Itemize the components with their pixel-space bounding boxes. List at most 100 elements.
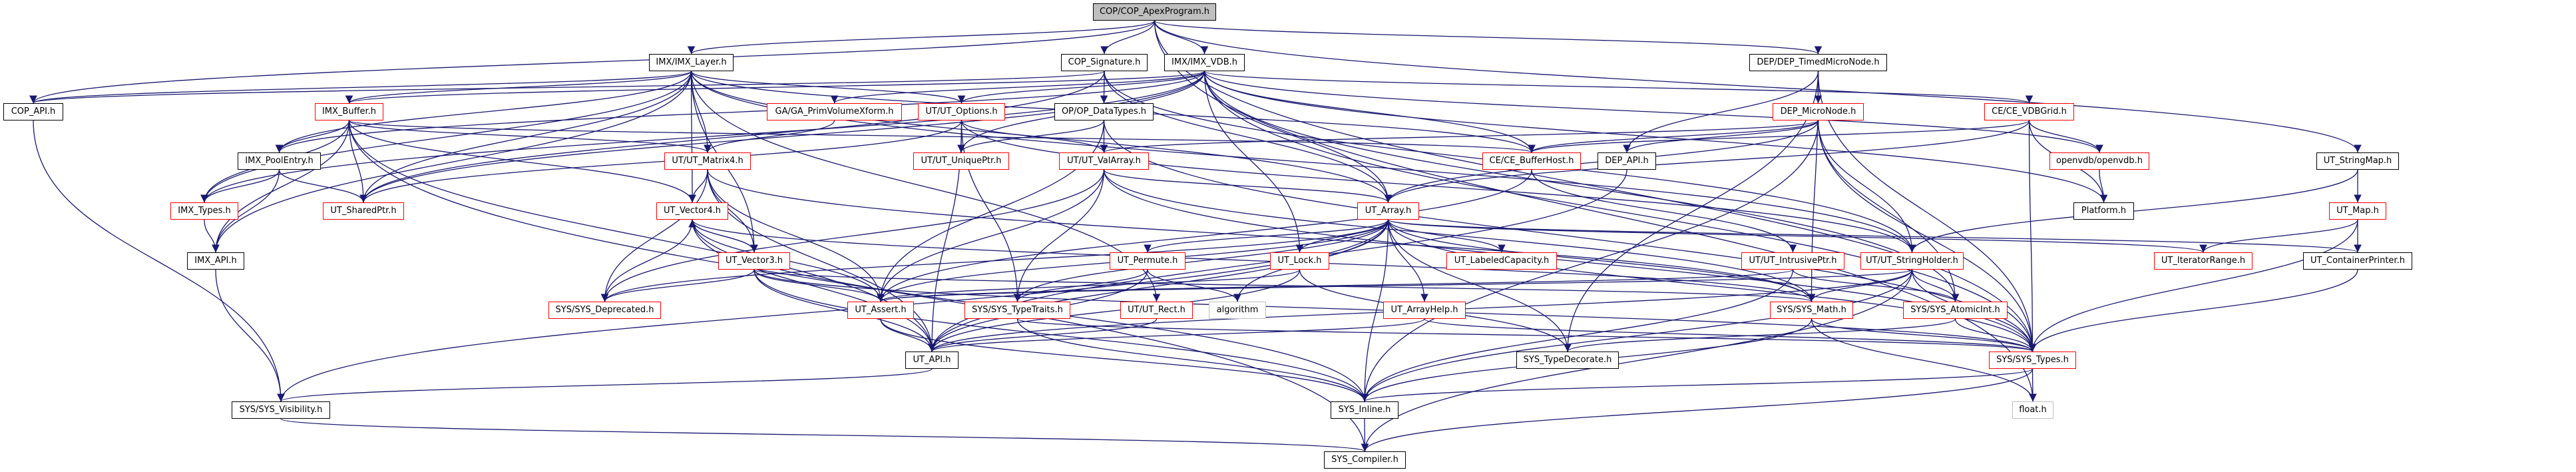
node-ut-containerprinter[interactable]: UT_ContainerPrinter.h (2303, 252, 2412, 270)
edge-imx_buffer-to-imx_poolentry (275, 120, 350, 153)
edge-ut_stringholder-to-sys_inline (1361, 269, 1913, 402)
node-dep-api[interactable]: DEP_API.h (1598, 152, 1656, 170)
edge-dep_timed-to-sys_types (1817, 71, 2037, 352)
node-ut-intrusiveptr[interactable]: UT/UT_IntrusivePtr.h (1741, 252, 1844, 270)
edge-imx_vdb-to-platform (1203, 71, 2108, 203)
node-sys-types[interactable]: SYS/SYS_Types.h (1989, 352, 2076, 369)
node-imx-types[interactable]: IMX_Types.h (170, 202, 238, 220)
edge-sys_atomicint-to-sys_types (1954, 318, 2037, 352)
edge-dep_timed-to-dep_api (1623, 71, 1819, 153)
edge-ut_array-to-sys_deprecated (600, 219, 1389, 302)
edge-imx_buffer-to-ut_matrix4 (348, 120, 712, 153)
node-ga-pvx[interactable]: GA/GA_PrimVolumeXform.h (767, 103, 902, 120)
node-ut-assert[interactable]: UT_Assert.h (847, 302, 914, 319)
edge-ut_array-to-sys_math (1387, 219, 1816, 302)
edge-sys_visibility-to-sys_compiler (280, 418, 1369, 452)
node-imx-buffer[interactable]: IMX_Buffer.h (315, 103, 383, 120)
node-dep-micronode[interactable]: DEP_MicroNode.h (1773, 103, 1864, 120)
node-ut-lock[interactable]: UT_Lock.h (1270, 252, 1329, 270)
edge-sys_math-to-sys_types (1811, 318, 2037, 352)
node-ut-map[interactable]: UT_Map.h (2329, 202, 2386, 220)
edge-ce_bufferhost-to-ut_assert (877, 169, 1532, 302)
edge-op_datatypes-to-ut_assert (877, 120, 1105, 302)
node-root[interactable]: COP/COP_ApexProgram.h (1093, 3, 1216, 21)
edge-ut_array-to-ut_permute (1144, 219, 1389, 253)
edge-ut_arrayhelp-to-ut_api (928, 318, 1425, 352)
node-dep-timed[interactable]: DEP/DEP_TimedMicroNode.h (1749, 54, 1887, 71)
edge-root-to-sys_types (1154, 20, 2037, 352)
node-ce-vdbgrid[interactable]: CE/CE_VDBGrid.h (1984, 103, 2074, 120)
node-platform[interactable]: Platform.h (2073, 202, 2134, 220)
edge-imx_vdb-to-sys_types (1203, 71, 2037, 352)
edge-ut_api-to-sys_visibility (277, 368, 933, 402)
node-sys-math[interactable]: SYS/SYS_Math.h (1770, 302, 1853, 319)
node-ut-vector3[interactable]: UT_Vector3.h (718, 252, 790, 270)
edge-imx_buffer-to-ce_bufferhost (348, 120, 1535, 153)
edge-ut_vector3-to-sys_deprecated (600, 269, 755, 302)
edge-dep_micronode-to-sys_inline (1361, 120, 1819, 402)
edge-ut_lock-to-ut_assert (877, 269, 1301, 302)
edge-ut_matrix4-to-sys_deprecated (600, 169, 708, 302)
node-sys-typetraits[interactable]: SYS/SYS_TypeTraits.h (965, 302, 1070, 319)
edge-cop_signature-to-cop_api (29, 71, 1105, 104)
edge-imx_vdb-to-imx_buffer (345, 71, 1205, 104)
node-sys-compiler[interactable]: SYS_Compiler.h (1324, 451, 1406, 469)
edge-ut_vector3-to-ut_api (753, 269, 936, 352)
edge-ut_map-to-sys_types (2028, 219, 2358, 352)
node-imx-vdb[interactable]: IMX/IMX_VDB.h (1164, 54, 1245, 71)
node-ut-array[interactable]: UT_Array.h (1357, 202, 1419, 220)
edge-imx_buffer-to-sys_compiler (348, 120, 1369, 452)
node-ce-bufferhost[interactable]: CE/CE_BufferHost.h (1482, 152, 1581, 170)
edge-sys_typetraits-to-sys_types (1016, 318, 2036, 352)
edge-sys_math-to-float_h (1811, 318, 2037, 402)
edge-imx_api-to-sys_visibility (215, 269, 285, 402)
node-algorithm[interactable]: algorithm (1209, 302, 1266, 319)
node-ut-api[interactable]: UT_API.h (905, 352, 959, 369)
node-cop-api[interactable]: COP_API.h (3, 103, 63, 120)
node-ut-rect[interactable]: UT/UT_Rect.h (1120, 302, 1193, 319)
node-imx-layer[interactable]: IMX/IMX_Layer.h (649, 54, 734, 71)
edge-ut_array-to-sys_types (1387, 219, 2037, 352)
node-sys-atomicint[interactable]: SYS/SYS_AtomicInt.h (1903, 302, 2008, 319)
edge-imx_buffer-to-imx_api (212, 120, 350, 253)
node-op-datatypes[interactable]: OP/OP_DataTypes.h (1054, 103, 1154, 120)
edge-ut_containerprinter-to-sys_types (2028, 269, 2358, 352)
node-ut-stringmap[interactable]: UT_StringMap.h (2316, 152, 2399, 170)
node-sys-visibility[interactable]: SYS/SYS_Visibility.h (232, 401, 330, 419)
edge-ut_map-to-ut_iteratorrange (2199, 219, 2358, 253)
node-imx-poolentry[interactable]: IMX_PoolEntry.h (238, 152, 321, 170)
node-float-h[interactable]: float.h (2012, 401, 2053, 419)
edge-imx_poolentry-to-imx_types (200, 169, 280, 203)
node-cop-signature[interactable]: COP_Signature.h (1061, 54, 1148, 71)
edge-imx_types-to-imx_api (204, 219, 220, 253)
node-ut-vector4[interactable]: UT_Vector4.h (656, 202, 728, 220)
edge-ut_options-to-ut_stringholder (961, 120, 1916, 253)
edge-dep_micronode-to-sys_types (1817, 120, 2037, 352)
edge-root-to-imx_layer (687, 20, 1156, 55)
node-ut-arrayhelp[interactable]: UT_ArrayHelp.h (1383, 302, 1466, 319)
edge-imx_layer-to-ut_options (690, 71, 966, 104)
edge-imx_layer-to-imx_buffer (345, 71, 692, 104)
edge-ut_array-to-ut_arrayhelp (1387, 219, 1428, 302)
node-ut-permute[interactable]: UT_Permute.h (1110, 252, 1185, 270)
node-sys-deprecated[interactable]: SYS/SYS_Deprecated.h (548, 302, 661, 319)
node-ut-matrix4[interactable]: UT/UT_Matrix4.h (664, 152, 751, 170)
node-ut-options[interactable]: UT/UT_Options.h (918, 103, 1005, 120)
edge-ut_stringholder-to-ut_assert (877, 269, 1913, 302)
node-ut-stringholder[interactable]: UT/UT_StringHolder.h (1860, 252, 1964, 270)
edge-ut_valarray-to-ut_array (1103, 169, 1393, 203)
edge-ut_array-to-ut_labeledcap (1387, 219, 1506, 253)
node-ut-valarray[interactable]: UT/UT_ValArray.h (1059, 152, 1149, 170)
node-ut-iteratorrange[interactable]: UT_IteratorRange.h (2154, 252, 2253, 270)
edge-ut_array-to-sys_inline (1361, 219, 1389, 402)
node-imx-api[interactable]: IMX_API.h (187, 252, 244, 270)
edge-ce_bufferhost-to-ut_intrusiveptr (1531, 169, 1797, 253)
node-sys-typedecorate[interactable]: SYS_TypeDecorate.h (1516, 352, 1619, 369)
edge-imx_layer-to-ut_stringholder (690, 71, 1916, 253)
node-ut-uniqueptr[interactable]: UT/UT_UniquePtr.h (913, 152, 1009, 170)
node-sys-inline[interactable]: SYS_Inline.h (1331, 401, 1398, 419)
node-ut-sharedptr[interactable]: UT_SharedPtr.h (323, 202, 404, 220)
node-openvdb[interactable]: openvdb/openvdb.h (2049, 152, 2149, 170)
node-ut-labeledcap[interactable]: UT_LabeledCapacity.h (1446, 252, 1557, 270)
